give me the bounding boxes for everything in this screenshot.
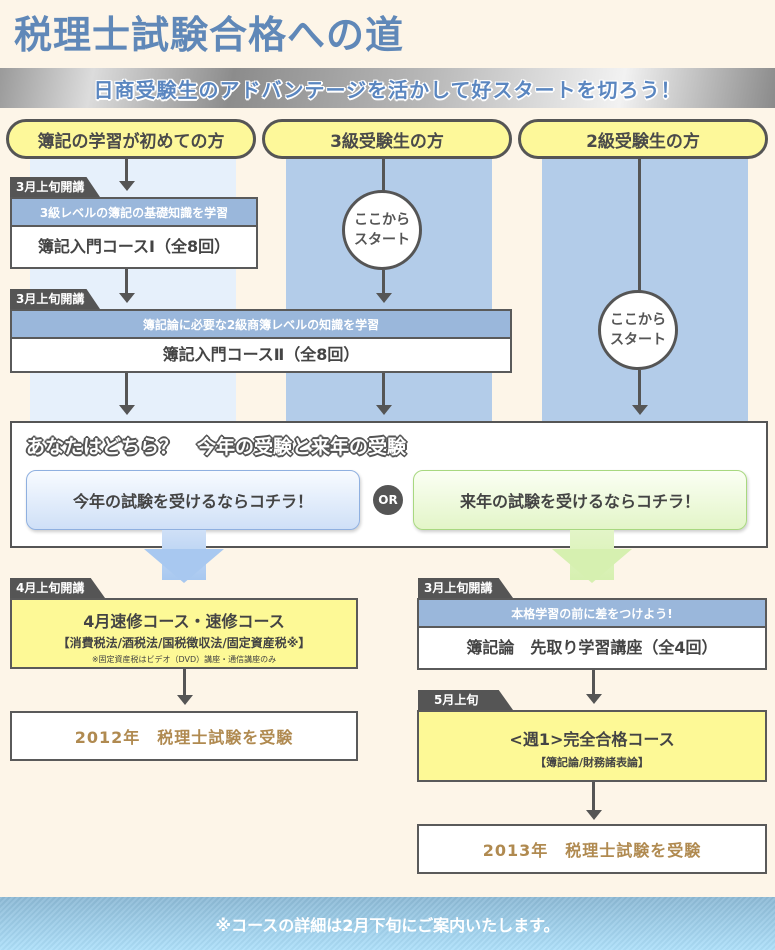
course-title: 簿記入門コースⅠ（全8回） [37,237,231,256]
start-here-line1: ここから [610,312,666,328]
start-date-tag: 3月上旬開講 [10,289,100,309]
course-box-full: <週1>完全合格コース 【簿記論/財務諸表論】 [417,710,767,782]
arrow-down-icon [552,549,632,583]
arrow-down-icon [119,181,135,191]
course-box-preview: 本格学習の前に差をつけよう! 簿記論 先取り学習講座（全4回） [417,598,767,670]
banner: 日商受験生のアドバンテージを活かして好スタートを切ろう！ [0,68,775,108]
connector-line [125,373,128,405]
course-note: ※固定資産税はビデオ（DVD）講座・通信講座のみ [91,655,277,664]
connector-line [125,159,128,181]
connector-line [125,269,128,293]
or-badge: OR [373,485,403,515]
start-here-line2: スタート [610,332,666,348]
connector-line [382,373,385,405]
course-box-intro2: 簿記論に必要な2級商簿レベルの知識を学習 簿記入門コースⅡ（全8回） [10,309,512,373]
course-subheader: 3級レベルの簿記の基礎知識を学習 [12,199,256,227]
course-subheader: 簿記論に必要な2級商簿レベルの知識を学習 [12,311,510,339]
footer-text: ※コースの詳細は2月下旬にご案内いたします。 [215,915,560,935]
start-here-line1: ここから [354,212,410,228]
course-title: <週1>完全合格コース [509,730,675,749]
course-title: 簿記論 先取り学習講座（全4回） [466,638,718,657]
arrow-down-icon [177,695,193,705]
connector-line [592,782,595,810]
arrow-down-icon [119,405,135,415]
course-box-intro1: 3級レベルの簿記の基礎知識を学習 簿記入門コースⅠ（全8回） [10,197,258,269]
footer-note: ※コースの詳細は2月下旬にご案内いたします。 [0,897,775,950]
start-date-tag: 4月上旬開講 [10,578,105,598]
connector-line [638,370,641,405]
column-header-beginner: 簿記の学習が初めての方 [6,119,256,159]
column-header-grade3: 3級受験生の方 [262,119,512,159]
course-subjects: 【消費税法/酒税法/国税徴収法/固定資産税※】 [57,636,311,650]
course-subjects: 【簿記論/財務諸表論】 [534,756,650,769]
exam-result-2012: 2012年 税理士試験を受験 [10,711,358,761]
course-title: 4月速修コース・速修コース [83,612,285,631]
next-year-button[interactable]: 来年の試験を受けるならコチラ！ [413,470,747,530]
page-title: 税理士試験合格への道 [14,13,405,57]
exam-result-2013: 2013年 税理士試験を受験 [417,824,767,874]
arrow-down-icon [586,694,602,704]
start-here-badge: ここからスタート [342,190,422,270]
arrow-down-icon [632,405,648,415]
course-title: 簿記入門コースⅡ（全8回） [162,345,360,364]
arrow-down-icon [376,293,392,303]
connector-line [638,159,641,291]
start-date-tag: 3月上旬開講 [10,177,100,197]
connector-line [382,270,385,293]
course-box-speed: 4月速修コース・速修コース 【消費税法/酒税法/国税徴収法/固定資産税※】 ※固… [10,598,358,669]
arrow-down-icon [144,549,224,583]
start-here-badge: ここからスタート [598,290,678,370]
arrow-down-icon [376,405,392,415]
this-year-button[interactable]: 今年の試験を受けるならコチラ！ [26,470,360,530]
course-subheader: 本格学習の前に差をつけよう! [419,600,765,628]
banner-text: 日商受験生のアドバンテージを活かして好スタートを切ろう！ [93,77,682,102]
connector-line [382,159,385,191]
start-date-tag: 5月上旬 [418,690,513,710]
arrow-down-icon [586,810,602,820]
start-date-tag: 3月上旬開講 [418,578,513,598]
connector-line [592,670,595,694]
column-header-grade2: 2級受験生の方 [518,119,768,159]
start-here-line2: スタート [354,232,410,248]
arrow-down-icon [119,293,135,303]
choice-title: あなたはどちら？ 今年の受験と来年の受験 [26,436,407,458]
connector-line [183,669,186,695]
